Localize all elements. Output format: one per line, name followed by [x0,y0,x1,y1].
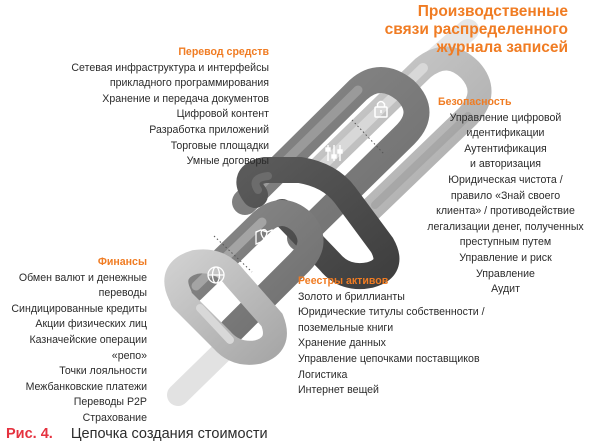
chain-link-bottom [164,249,287,365]
globe-icon [207,266,225,284]
security-block: Безопасность Управление цифровой идентиф… [418,95,593,298]
chain-link-middle [236,157,400,290]
title-line-3: журнала записей [436,39,568,56]
registries-heading: Реестры активов [298,275,389,287]
finance-item: Акции физических лиц [35,318,147,331]
finance-item: Страхование [82,411,147,424]
finance-item: Точки лояльности [59,365,147,378]
security-item: Управление [476,267,535,280]
chain-link-lower [179,200,324,343]
transfer-item: Хранение и передача документов [102,92,269,105]
map-pin-icon [255,228,273,245]
diagram-title: Производственные связи распределенного ж… [338,3,568,57]
dotted-connectors [213,119,385,273]
finance-heading: Финансы [97,256,147,268]
security-item: Управление цифровой [449,111,562,124]
registries-item: Интернет вещей [298,384,379,397]
transfer-item: прикладного программирования [109,77,269,90]
chain-tail-bottom [167,341,233,406]
transfer-item: Сетевая инфраструктура и интерфейсы [71,61,269,74]
finance-item: Обмен валют и денежные [18,271,147,284]
finance-item: «репо» [111,349,147,362]
figure-caption-text: Цепочка создания стоимости [70,426,268,442]
transfer-item: Цифровой контент [176,108,269,121]
registries-item: поземельные книги [298,321,394,334]
finance-item: переводы [98,287,147,300]
security-item: легализации денег, полученных [427,220,584,233]
security-item: идентификации [466,127,545,140]
security-item: Аутентификация [464,142,547,155]
finance-block: Финансы Обмен валют и денежные переводы … [11,255,147,427]
registries-item: Юридические титулы собственности / [298,306,485,319]
registries-block: Реестры активов Золото и бриллианты Юрид… [298,274,485,399]
transfer-heading: Перевод средств [178,46,269,58]
transfer-block: Перевод средств Сетевая инфраструктура и… [71,45,269,170]
security-heading: Безопасность [438,96,512,108]
registries-item: Управление цепочками поставщиков [298,352,480,365]
transfer-item: Торговые площадки [170,139,269,152]
transfer-item: Разработка приложений [149,123,269,136]
finance-item: Синдицированные кредиты [11,302,147,315]
registries-item: Золото и бриллианты [298,290,405,303]
lock-icon [374,100,388,118]
transfer-item: Умные договоры [186,155,269,168]
security-item: Аудит [491,283,520,296]
title-line-2: связи распределенного [384,21,568,38]
registries-item: Логистика [298,368,348,381]
title-line-1: Производственные [417,3,568,20]
security-item: преступным путем [459,236,552,249]
finance-item: Казначейские операции [29,333,147,346]
security-item: Юридическая чистота / [448,173,563,186]
security-item: и авторизация [469,158,542,171]
finance-item: Межбанковские платежи [25,380,147,393]
security-item: Управление и риск [459,251,552,264]
finance-item: Переводы P2P [73,396,147,409]
security-item: правило «Знай своего [450,189,561,202]
figure-number: Рис. 4. [6,426,53,442]
figure-caption: Рис. 4. Цепочка создания стоимости [6,426,268,442]
registries-item: Хранение данных [298,337,386,350]
sliders-icon [325,145,343,161]
security-item: клиента» / противодействие [436,205,575,218]
